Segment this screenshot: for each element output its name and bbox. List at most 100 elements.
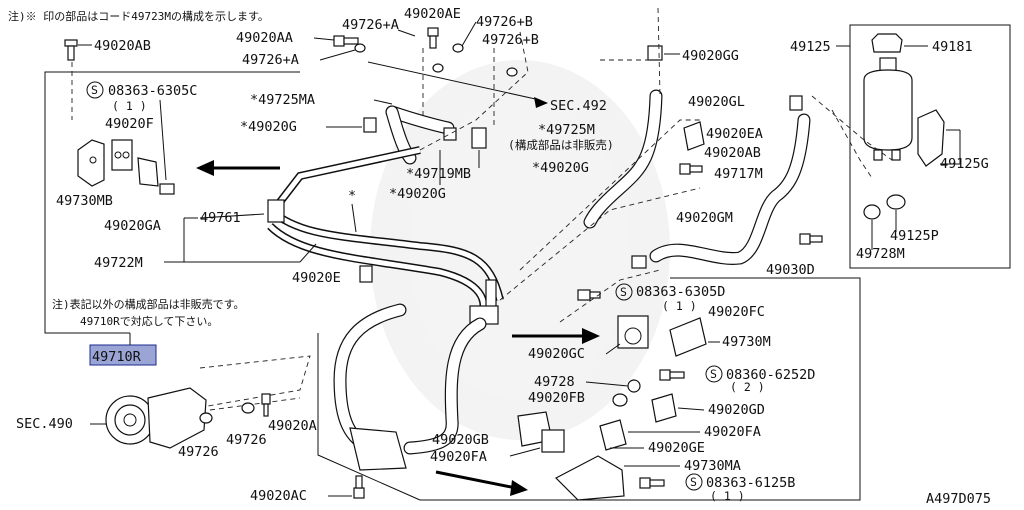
label-49725m[interactable]: *49725M	[538, 122, 595, 138]
circled-s-icon	[86, 81, 104, 99]
label-49020fb[interactable]: 49020FB	[528, 390, 585, 406]
clamp-49020fa-icon	[541, 429, 565, 453]
label-08363-6305d[interactable]: 08363-6305D	[636, 284, 725, 300]
qty-08363-6305c: ( 1 )	[112, 99, 147, 113]
label-49726a-2[interactable]: 49726+A	[242, 52, 299, 68]
grommet-49125p-icon	[886, 194, 906, 210]
clamp-49020gl-icon	[789, 95, 803, 111]
direction-arrow-right	[512, 328, 600, 344]
label-49020ab-mid[interactable]: 49020AB	[704, 145, 761, 161]
label-49181[interactable]: 49181	[932, 39, 973, 55]
label-49020gg[interactable]: 49020GG	[682, 48, 739, 64]
washer-49726b-2-icon	[506, 67, 518, 77]
label-49726b-2[interactable]: 49726+B	[482, 32, 539, 48]
label-49761[interactable]: 49761	[200, 210, 241, 226]
label-49728[interactable]: 49728	[534, 374, 575, 390]
clamp-49020g-icon	[363, 117, 457, 141]
bracket-49730mb-icon	[77, 139, 105, 187]
fitting-49719mb-icon	[471, 127, 487, 149]
label-49020g-3[interactable]: *49020G	[532, 160, 589, 176]
clamp-49020gm-icon	[631, 255, 647, 269]
label-49020ea[interactable]: 49020EA	[706, 126, 763, 142]
bushing-49020fb-icon	[612, 393, 628, 407]
label-49730ma[interactable]: 49730MA	[684, 458, 741, 474]
label-49020ga[interactable]: 49020GA	[104, 218, 161, 234]
assembly-frame-bottom	[317, 333, 421, 501]
svg-text:S: S	[690, 475, 697, 489]
reservoir-49125-icon	[863, 57, 913, 161]
label-49020gd[interactable]: 49020GD	[708, 402, 765, 418]
clamp-49020f-icon	[111, 139, 133, 171]
non-sale-note: (構成部品は非販売)	[508, 138, 614, 152]
label-49726a-1[interactable]: 49726+A	[342, 17, 399, 33]
bolt-08363-6305d-icon	[577, 289, 601, 301]
label-49730mb[interactable]: 49730MB	[56, 193, 113, 209]
label-49020fa-1[interactable]: 49020FA	[430, 449, 487, 465]
bolt-49020ab-icon	[64, 39, 78, 61]
hose-49717m	[649, 113, 811, 265]
arrow-sec492-icon	[534, 97, 548, 108]
label-49020ab-top[interactable]: 49020AB	[94, 38, 151, 54]
label-49020gm[interactable]: 49020GM	[676, 210, 733, 226]
label-49020g-2[interactable]: *49020G	[389, 186, 446, 202]
label-08360-6252d[interactable]: 08360-6252D	[726, 367, 815, 383]
assembly-part-label[interactable]: 49710R	[92, 349, 142, 365]
label-49728m[interactable]: 49728M	[856, 246, 905, 262]
washer-49726-b-icon	[241, 402, 255, 414]
label-08363-6125b[interactable]: 08363-6125B	[706, 475, 795, 491]
label-49020a[interactable]: 49020A	[268, 418, 317, 434]
note-top: 注)※ 印の部品はコード49723Mの構成を示します。	[8, 9, 269, 23]
bracket-49020gd-icon	[651, 393, 677, 423]
label-49125[interactable]: 49125	[790, 39, 831, 55]
label-49020f[interactable]: 49020F	[105, 116, 154, 132]
label-49726b-1[interactable]: 49726+B	[476, 14, 533, 30]
bolt-08360-6252d-icon	[659, 369, 685, 381]
direction-arrow-left	[196, 160, 280, 176]
label-star: *	[348, 188, 356, 204]
clamp-49020fa-2-icon	[599, 419, 627, 451]
circled-s-icon	[685, 473, 703, 491]
label-49020ac[interactable]: 49020AC	[250, 488, 307, 504]
bolt-49020ab-mid-icon	[679, 163, 703, 175]
bolt-49030d-icon	[799, 233, 823, 245]
clamp-49761-icon	[267, 199, 285, 223]
washer-49726-icon	[199, 412, 213, 424]
note-mid-1: 注)表記以外の構成部品は非販売です。	[52, 297, 245, 311]
bolt-49020aa-icon	[333, 35, 359, 47]
bolt-49020ae-icon	[427, 27, 439, 49]
label-49020fc[interactable]: 49020FC	[708, 304, 765, 320]
label-49717m[interactable]: 49717M	[714, 166, 763, 182]
label-08363-6305c[interactable]: 08363-6305C	[108, 83, 197, 99]
label-49030d[interactable]: 49030D	[766, 262, 815, 278]
circled-s-icon	[705, 365, 723, 383]
label-49719mb[interactable]: *49719MB	[406, 166, 471, 182]
label-49020gc[interactable]: 49020GC	[528, 346, 585, 362]
label-49722m[interactable]: 49722M	[94, 255, 143, 271]
circled-s-icon	[615, 283, 633, 301]
label-49020e[interactable]: 49020E	[292, 270, 341, 286]
label-sec492[interactable]: SEC.492	[550, 98, 607, 114]
label-49125p[interactable]: 49125P	[890, 228, 939, 244]
label-49020gl[interactable]: 49020GL	[688, 94, 745, 110]
label-49020fa-2[interactable]: 49020FA	[704, 424, 761, 440]
hose-49725m	[583, 89, 663, 229]
label-49726-a[interactable]: 49726	[178, 444, 219, 460]
label-49020ae[interactable]: 49020AE	[404, 6, 461, 22]
bracket-49730m-icon	[669, 317, 707, 357]
label-49726-b[interactable]: 49726	[226, 432, 267, 448]
bolt-08363-6125b-icon	[639, 477, 665, 489]
label-49725ma[interactable]: *49725MA	[250, 92, 315, 108]
bracket-49125g-icon	[917, 109, 945, 167]
assembly-part-highlight[interactable]	[89, 344, 157, 366]
label-49020ge[interactable]: 49020GE	[648, 440, 705, 456]
assembly-frame-right	[420, 277, 861, 501]
label-49730m[interactable]: 49730M	[722, 334, 771, 350]
label-49020gb[interactable]: 49020GB	[432, 432, 489, 448]
bracket-lower-icon	[349, 427, 407, 471]
qty-08363-6305d: ( 1 )	[662, 299, 697, 313]
label-49020aa[interactable]: 49020AA	[236, 30, 293, 46]
label-49020g-1[interactable]: *49020G	[240, 119, 297, 135]
label-sec490[interactable]: SEC.490	[16, 416, 73, 432]
bushing-49728m-icon	[863, 204, 881, 220]
label-49125g[interactable]: 49125G	[940, 156, 989, 172]
